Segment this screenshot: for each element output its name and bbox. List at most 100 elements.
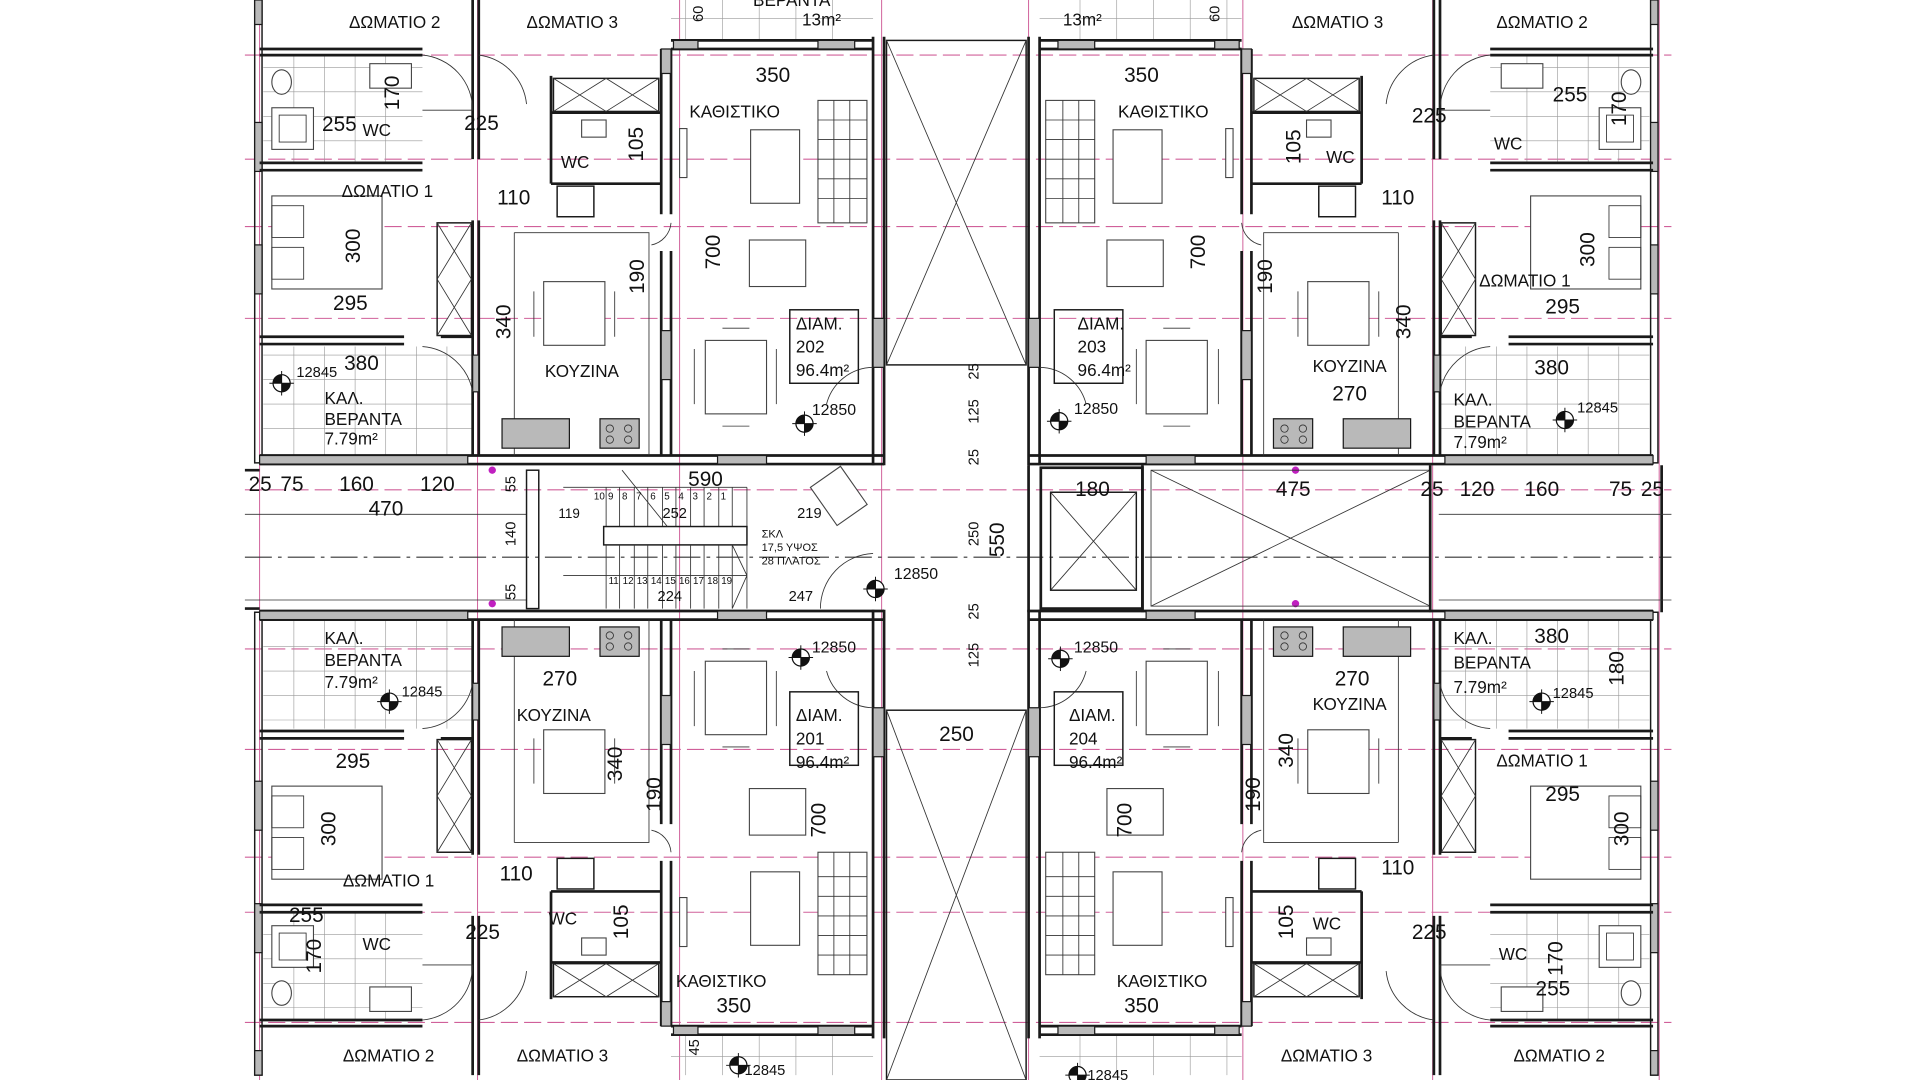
room-label: WC (561, 152, 590, 172)
level-marker-icon (1046, 408, 1073, 435)
level-label: 12850 (1074, 640, 1118, 657)
dimension: 350 (756, 64, 791, 87)
dimension: 380 (1534, 625, 1569, 648)
dimension: 190 (626, 259, 649, 294)
dimension: 25 (966, 363, 982, 379)
dimension: 110 (1381, 186, 1414, 209)
room-label: ΒΕΡΑΝΤΑ (1453, 411, 1531, 431)
dimension: 700 (1113, 803, 1136, 838)
dimension: 125 (966, 643, 982, 668)
room-label: ΚΑΛ. (1453, 628, 1492, 648)
dimension: 270 (542, 668, 577, 691)
stair-riser: 17,5 ΥΨΟΣ (762, 542, 818, 554)
room-label: ΚΑΘΙΣΤΙΚΟ (1117, 971, 1208, 991)
room-label: ΔΩΜΑΤΙΟ 1 (1496, 751, 1587, 771)
dimension: 340 (1393, 304, 1416, 339)
dimension: 225 (1412, 104, 1447, 127)
stair-step-number: 4 (678, 492, 684, 503)
dimension: 700 (1187, 235, 1210, 270)
level-label: 12845 (402, 685, 443, 701)
room-label: ΚΑΘΙΣΤΙΚΟ (676, 971, 767, 991)
room-label: WC (362, 934, 391, 954)
dimension: 300 (1576, 232, 1599, 267)
level-marker-icon (1528, 688, 1555, 715)
dimension: 255 (289, 904, 324, 927)
level-label: 12850 (812, 640, 856, 657)
room-label: ΒΕΡΑΝΤΑ (753, 0, 831, 10)
area-label: 13m² (802, 10, 841, 30)
stair-step-number: 7 (636, 492, 641, 503)
dimension: 170 (381, 76, 404, 111)
stair-step-number: 8 (622, 492, 628, 503)
room-label: WC (1326, 147, 1355, 167)
area-label: 7.79m² (324, 672, 378, 692)
level-marker-icon (1047, 645, 1074, 672)
apartment-number: 203 (1078, 337, 1107, 357)
room-label: ΚΑΛ. (324, 388, 363, 408)
room-label: ΔΩΜΑΤΙΟ 2 (349, 12, 440, 32)
dimension: 255 (1536, 978, 1571, 1001)
apartment-label: ΔΙΑΜ. (1069, 705, 1116, 725)
dimension: 219 (797, 506, 822, 522)
stair-step-number: 15 (665, 576, 676, 587)
dimension: 25 (966, 603, 982, 619)
dimension: 340 (604, 747, 627, 782)
dimension: 180 (1606, 651, 1629, 686)
dimension: 105 (625, 127, 648, 162)
dimension: 340 (1275, 733, 1298, 768)
dimension: 160 (1524, 478, 1559, 501)
room-label: WC (1313, 913, 1342, 933)
stair-step-number: 19 (721, 576, 732, 587)
dimension: 225 (465, 921, 500, 944)
dimension: 300 (318, 811, 341, 846)
room-label: ΚΑΛ. (324, 628, 363, 648)
dimension: 350 (716, 995, 751, 1018)
room-label: ΒΕΡΑΝΤΑ (324, 650, 402, 670)
level-markers (268, 370, 1578, 1080)
apartment-label: ΔΙΑΜ. (1078, 313, 1125, 333)
room-label: ΔΩΜΑΤΙΟ 1 (1479, 271, 1570, 291)
dimension: 120 (1460, 478, 1495, 501)
area-label: 7.79m² (1453, 677, 1507, 697)
dimension: 190 (1242, 777, 1265, 812)
dimension: 60 (691, 6, 707, 22)
level-label: 12845 (1577, 401, 1618, 417)
dimension: 55 (504, 584, 520, 600)
dimension: 25 (1420, 478, 1443, 501)
dimension: 25 (1641, 478, 1664, 501)
room-label: ΒΕΡΑΝΤΑ (1453, 653, 1531, 673)
stair-step-number: 5 (664, 492, 670, 503)
shaft-bottom (885, 709, 1027, 1080)
level-label: 12845 (1553, 686, 1594, 702)
dimension: 247 (789, 589, 814, 605)
stair-step-number: 9 (608, 492, 613, 503)
level-marker-icon (376, 688, 403, 715)
dimension: 190 (643, 777, 666, 812)
dimension: 255 (322, 113, 357, 136)
dimension: 340 (493, 304, 516, 339)
dimension: 60 (1208, 6, 1224, 22)
dimension: 45 (687, 1039, 703, 1055)
dimension: 270 (1335, 668, 1370, 691)
stair-step-number: 11 (609, 576, 619, 587)
room-label: ΚΟΥΖΙΝΑ (545, 361, 620, 381)
dimension: 475 (1276, 478, 1311, 501)
dimension: 590 (688, 468, 723, 491)
dimension: 110 (497, 186, 530, 209)
stair-step-number: 18 (707, 576, 718, 587)
dimension: 350 (1124, 64, 1159, 87)
apartment-area: 96.4m² (1069, 752, 1123, 772)
level-label: 12850 (1074, 401, 1118, 418)
stair-step-number: 16 (679, 576, 690, 587)
apartment-label: ΔΙΑΜ. (796, 705, 843, 725)
dimension: 105 (1275, 904, 1298, 939)
area-label: 13m² (1063, 10, 1102, 30)
level-label: 12845 (296, 365, 337, 381)
stair-step-number: 14 (651, 576, 662, 587)
room-label: WC (362, 120, 391, 140)
dimension: 170 (1544, 941, 1567, 976)
dimension: 295 (1545, 783, 1580, 806)
dimension: 380 (1534, 357, 1569, 380)
dimension: 224 (658, 589, 683, 605)
dimension: 270 (1332, 382, 1367, 405)
